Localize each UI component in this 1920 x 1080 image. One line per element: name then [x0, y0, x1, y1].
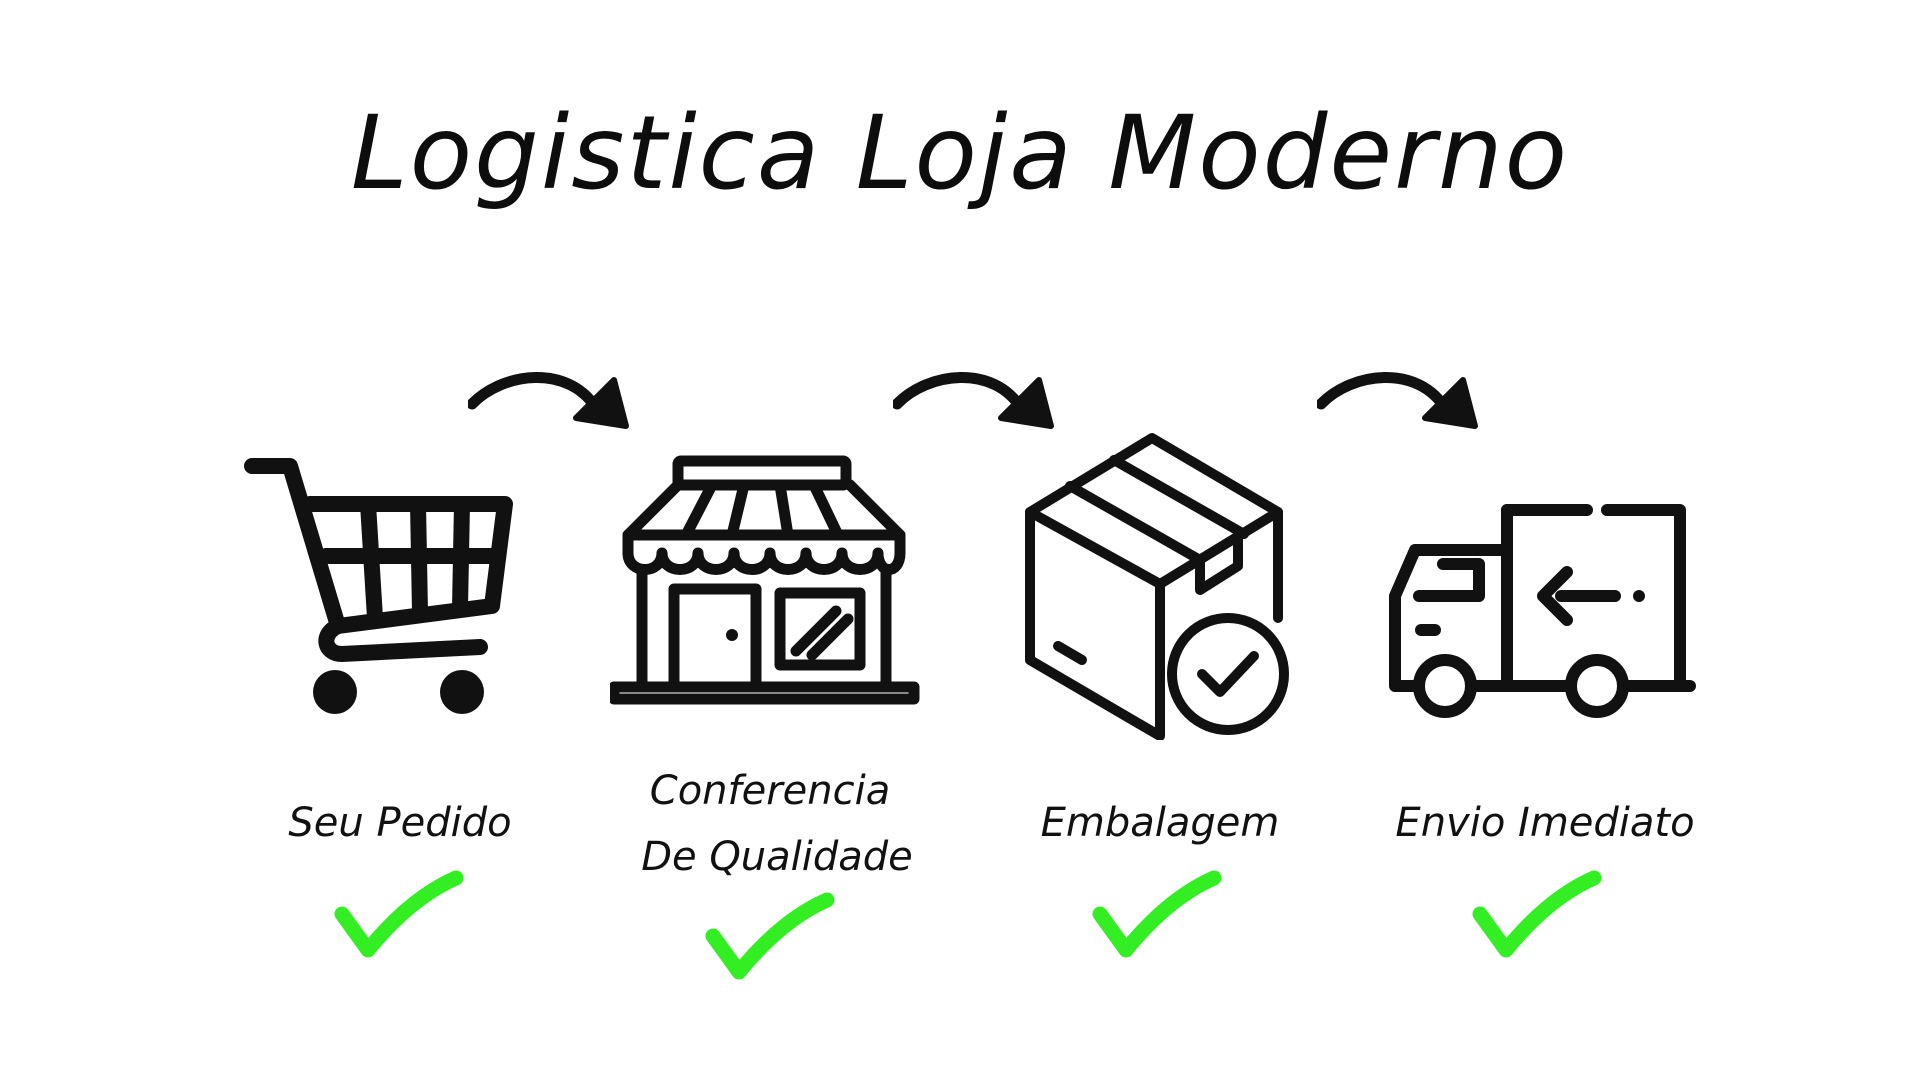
step-label-envio-imediato: Envio Imediato	[1395, 800, 1695, 846]
package-check-icon	[1025, 433, 1289, 740]
step-label-line: Conferencia	[649, 768, 891, 814]
delivery-truck-icon	[1389, 504, 1696, 718]
diagram-title: Logistica Loja Moderno	[350, 94, 1570, 213]
green-check-icon	[334, 870, 464, 958]
step-label-seu-pedido: Seu Pedido	[288, 800, 512, 846]
curved-arrow-icon	[1317, 372, 1478, 429]
step-label-line: De Qualidade	[641, 834, 913, 880]
step-label-conferencia: Conferencia De Qualidade	[610, 758, 930, 890]
curved-arrow-icon	[468, 372, 629, 429]
step-label-embalagem: Embalagem	[1040, 800, 1280, 846]
green-check-icon	[1472, 870, 1602, 958]
curved-arrow-icon	[893, 372, 1054, 429]
shopping-cart-icon	[244, 458, 513, 714]
green-check-icon	[1092, 870, 1222, 958]
storefront-icon	[610, 455, 920, 705]
green-check-icon	[705, 892, 835, 980]
